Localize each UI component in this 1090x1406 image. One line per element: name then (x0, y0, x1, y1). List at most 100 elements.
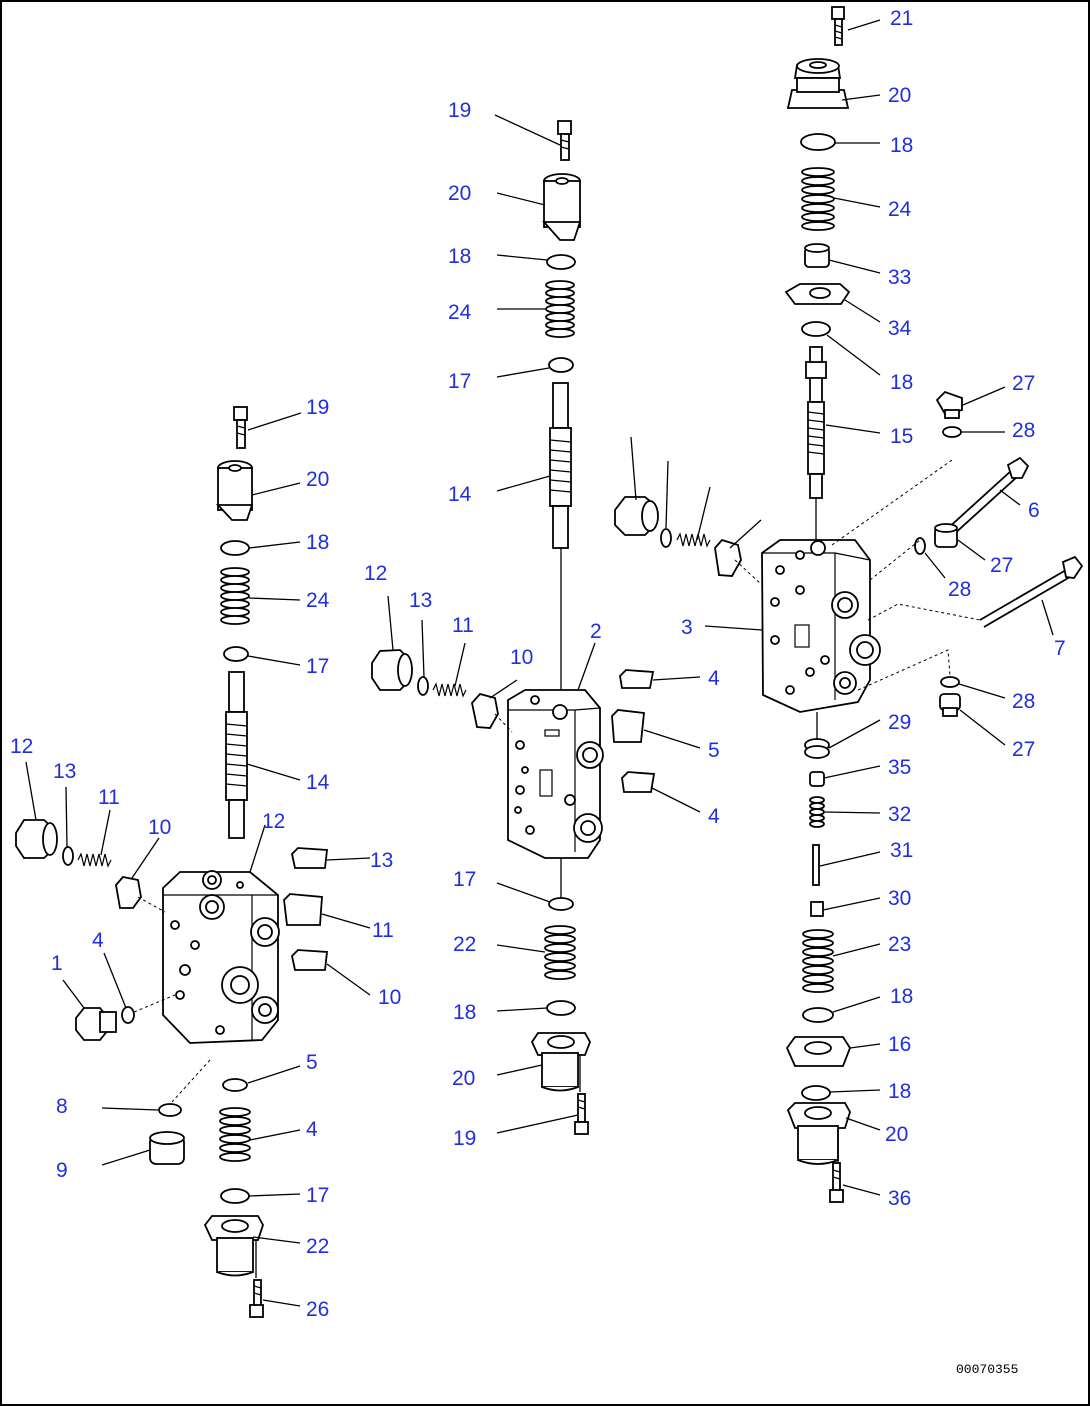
poppet-part-10-left (115, 876, 142, 909)
middle-valve-stack (371, 120, 656, 1135)
spool-part-15 (805, 346, 827, 545)
seat-part-17-left-b (222, 1078, 248, 1092)
cap-part-20-left-bottom (203, 1215, 264, 1278)
callout-label-27: 27 (990, 554, 1013, 577)
o-ring-part-18-left-b (220, 1188, 250, 1204)
o-ring-part-18-mid-b (546, 1000, 576, 1016)
callout-label-22: 22 (453, 933, 476, 956)
pin-part-31 (812, 844, 820, 886)
callout-label-28: 28 (948, 578, 971, 601)
callout-label-27: 27 (1012, 738, 1035, 761)
washer-part-28-b (914, 537, 926, 555)
plug-part-12-right (614, 496, 659, 536)
spring-part-23 (802, 929, 834, 993)
callout-label-13: 13 (53, 760, 76, 783)
o-ring-part-18-left-a (220, 540, 250, 556)
callout-label-17: 17 (306, 655, 329, 678)
valve-body-part-2 (507, 689, 604, 859)
plug-part-27-b (934, 523, 958, 548)
callout-label-11: 11 (372, 919, 394, 942)
spring-part-24-left (220, 567, 250, 625)
spool-part-14-mid (549, 382, 572, 549)
callout-label-19: 19 (306, 396, 329, 419)
flange-part-34 (784, 283, 851, 305)
cap-part-20-bottom (786, 1102, 851, 1165)
o-ring-part-18-mid-a (546, 254, 576, 270)
callout-label-14: 14 (306, 771, 330, 794)
callout-label-18: 18 (888, 1080, 911, 1103)
plug-part-12-mid (371, 649, 413, 691)
callout-label-3: 3 (681, 616, 693, 639)
callout-label-13: 13 (409, 589, 432, 612)
callout-label-33: 33 (888, 266, 911, 289)
callout-label-18: 18 (890, 134, 913, 157)
gasket-part-4-left-a (291, 847, 328, 869)
spring-part-22-left (219, 1107, 251, 1162)
seat-part-29 (804, 738, 830, 759)
gasket-part-4-mid-a (619, 669, 655, 689)
callout-label-4: 4 (708, 667, 720, 690)
callout-label-32: 32 (888, 803, 911, 826)
callout-label-27: 27 (1012, 372, 1035, 395)
part-35 (809, 771, 825, 787)
callout-label-12: 12 (262, 810, 285, 833)
callout-label-19: 19 (448, 99, 471, 122)
callout-label-18: 18 (448, 245, 471, 268)
o-ring-part-18 (800, 133, 836, 151)
bolt-part-19-mid-bottom (574, 1093, 589, 1135)
plug-part-12-left (15, 819, 58, 859)
callout-label-34: 34 (888, 317, 912, 340)
callout-label-11: 11 (98, 786, 120, 809)
callout-label-35: 35 (888, 756, 911, 779)
right-valve-stack (614, 6, 1084, 1203)
callout-label-22: 22 (306, 1235, 329, 1258)
plug-part-25 (149, 1131, 185, 1165)
gasket-part-4-mid-b (621, 771, 656, 793)
callout-label-20: 20 (448, 182, 471, 205)
callout-label-24: 24 (448, 301, 472, 324)
callout-label-2: 2 (590, 620, 602, 643)
bolt-part-19-mid-top (557, 120, 572, 161)
seat-part-17-mid-a (548, 357, 574, 373)
o-ring-part-13-mid (417, 676, 429, 696)
spring-part-24-mid (545, 280, 575, 338)
gasket-part-4-left-b (291, 949, 328, 971)
spring-part-32 (809, 796, 825, 828)
bolt-part-21 (831, 6, 845, 46)
plug-part-27-c (939, 693, 961, 717)
flange-part-16 (785, 1036, 852, 1067)
spring-part-11-right (676, 532, 711, 548)
plug-part-8 (75, 1007, 117, 1041)
cap-part-20-top (786, 58, 850, 109)
callout-label-12: 12 (364, 562, 387, 585)
callout-label-4: 4 (306, 1118, 318, 1141)
o-ring-part-13-right (660, 528, 672, 548)
seat-part-17-mid-b (548, 897, 574, 911)
callout-label-23: 23 (888, 933, 911, 956)
o-ring-part-18d (801, 1085, 831, 1101)
spool-part-14-left (225, 671, 248, 839)
callout-label-17: 17 (306, 1184, 329, 1207)
callout-label-14: 14 (448, 483, 472, 506)
plug-part-27-a (935, 390, 963, 419)
bolt-part-19-left-top (233, 406, 248, 449)
callout-label-11: 11 (452, 614, 474, 637)
callout-label-36: 36 (888, 1187, 911, 1210)
callout-label-20: 20 (452, 1067, 475, 1090)
seat-part-17-left-a (223, 646, 249, 662)
callout-label-4: 4 (92, 929, 104, 952)
gasket-part-5-left (283, 893, 323, 926)
callout-label-5: 5 (306, 1051, 318, 1074)
callout-label-18: 18 (306, 531, 329, 554)
callout-label-12: 12 (10, 735, 33, 758)
poppet-part-10-mid (471, 692, 499, 729)
callout-label-31: 31 (890, 839, 913, 862)
callout-label-17: 17 (448, 370, 471, 393)
callout-label-19: 19 (453, 1127, 476, 1150)
o-ring-part-9 (121, 1006, 135, 1024)
callout-label-1: 1 (51, 952, 63, 975)
o-ring-part-18c (802, 1007, 834, 1023)
callout-label-5: 5 (708, 739, 720, 762)
